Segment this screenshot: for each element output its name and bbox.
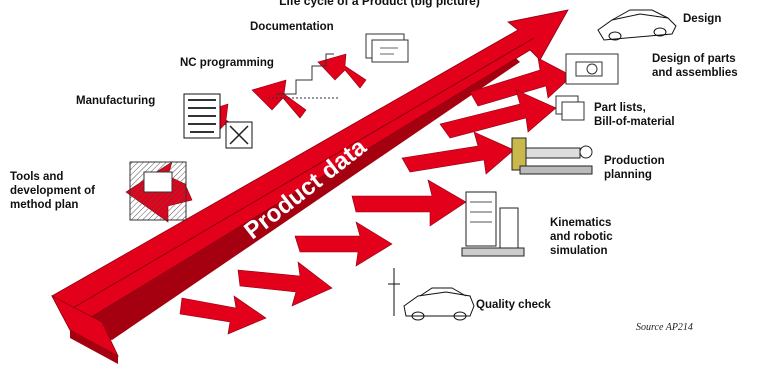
label-documentation: Documentation bbox=[250, 21, 334, 33]
branch-arrow-lower-2 bbox=[237, 261, 333, 307]
label-design-parts: Design of parts bbox=[652, 53, 736, 65]
branch-arrow-production bbox=[401, 131, 515, 175]
branch-arrow-kinematics bbox=[351, 179, 467, 227]
branch-arrow-part-lists bbox=[439, 89, 557, 139]
label-tools: Tools and bbox=[10, 171, 64, 183]
label-quality-check: Quality check bbox=[476, 299, 551, 311]
right-branch-arrows bbox=[179, 57, 573, 335]
branch-arrow-design-parts bbox=[469, 57, 573, 107]
label-manufacturing: Manufacturing bbox=[76, 95, 156, 107]
branch-arrow-nc bbox=[251, 79, 307, 119]
branch-arrow-lower-1 bbox=[294, 221, 393, 267]
branch-arrow-lower-3 bbox=[179, 295, 267, 335]
arrow-tail-side bbox=[70, 330, 118, 364]
arrow-centerline bbox=[65, 37, 535, 313]
parts-drawing-icon bbox=[565, 53, 619, 85]
label-kinematics-2: and robotic bbox=[550, 231, 613, 243]
arrow-shaft bbox=[51, 9, 569, 331]
manufacturing-icon bbox=[183, 93, 253, 149]
label-tools-2: development of bbox=[10, 185, 95, 197]
diagram-title: Life cycle of a Product (big picture) bbox=[279, 0, 480, 8]
branch-arrow-documentation bbox=[317, 53, 367, 89]
product-data-arrow bbox=[51, 9, 573, 364]
label-part-lists-2: Bill-of-material bbox=[594, 116, 675, 128]
car-icon bbox=[597, 9, 677, 41]
label-production: Production bbox=[604, 155, 665, 167]
kinematics-icon bbox=[461, 191, 525, 257]
documentation-icon bbox=[365, 33, 409, 63]
part-lists-icon bbox=[555, 95, 585, 121]
label-part-lists: Part lists, bbox=[594, 102, 646, 114]
label-tools-3: method plan bbox=[10, 199, 79, 211]
quality-check-icon bbox=[388, 268, 475, 321]
source-note: Source AP214 bbox=[636, 322, 693, 333]
label-nc-programming: NC programming bbox=[180, 57, 274, 69]
production-machine-icon bbox=[511, 137, 593, 175]
nc-program-icon bbox=[268, 53, 338, 99]
label-design-parts-2: and assemblies bbox=[652, 67, 738, 79]
label-kinematics: Kinematics bbox=[550, 217, 612, 229]
label-design: Design bbox=[683, 13, 722, 25]
label-production-2: planning bbox=[604, 169, 652, 181]
label-kinematics-3: simulation bbox=[550, 245, 608, 257]
tools-icon bbox=[129, 161, 187, 221]
